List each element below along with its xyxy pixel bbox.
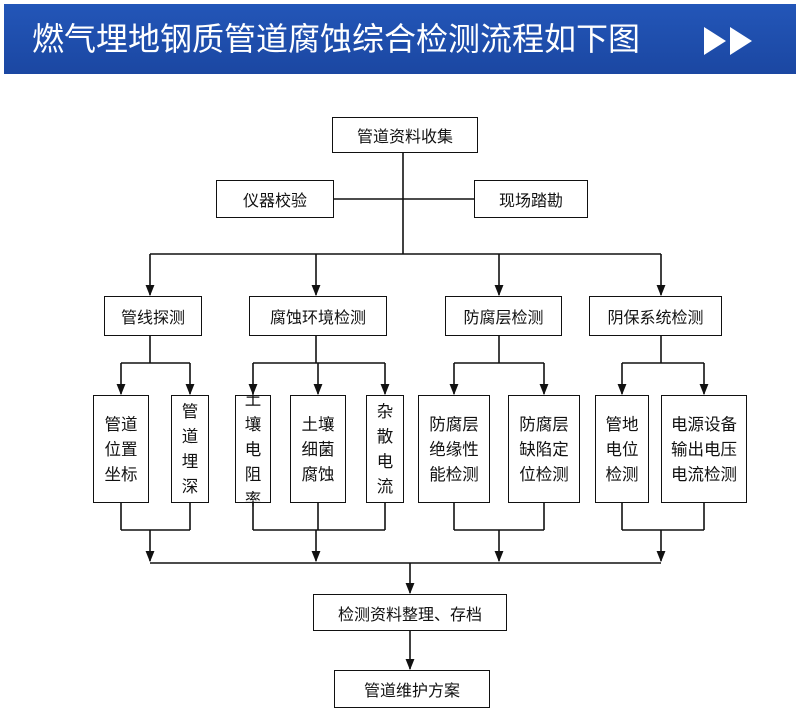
box-final: 管道维护方案 bbox=[334, 670, 490, 708]
box-category-4: 阴保系统检测 bbox=[589, 296, 722, 336]
box-item-2-2-label: 土壤细菌腐蚀 bbox=[301, 414, 335, 484]
box-category-3: 防腐层检测 bbox=[445, 296, 562, 336]
box-item-4-2: 电源设备输出电压电流检测 bbox=[661, 395, 747, 503]
box-item-1-1: 管道位置坐标 bbox=[93, 395, 149, 503]
box-start: 管道资料收集 bbox=[332, 117, 478, 153]
box-category-1: 管线探测 bbox=[104, 296, 202, 336]
box-item-3-2: 防腐层缺陷定位检测 bbox=[508, 395, 580, 503]
box-item-3-1: 防腐层绝缘性能检测 bbox=[418, 395, 490, 503]
box-collect: 检测资料整理、存档 bbox=[313, 594, 507, 631]
box-item-2-3-label: 杂散电流 bbox=[376, 402, 394, 496]
box-item-2-1-label: 土壤电阻率 bbox=[244, 389, 262, 509]
box-item-4-2-label: 电源设备输出电压电流检测 bbox=[671, 414, 737, 484]
box-item-2-2: 土壤细菌腐蚀 bbox=[290, 395, 346, 503]
box-item-4-1-label: 管地电位检测 bbox=[605, 414, 639, 484]
box-item-2-3: 杂散电流 bbox=[366, 395, 404, 503]
box-item-1-2: 管道埋深 bbox=[171, 395, 209, 503]
box-category-2: 腐蚀环境检测 bbox=[249, 296, 387, 336]
box-item-3-2-label: 防腐层缺陷定位检测 bbox=[519, 414, 569, 484]
page-title: 燃气埋地钢质管道腐蚀综合检测流程如下图 bbox=[32, 20, 641, 58]
box-item-1-1-label: 管道位置坐标 bbox=[104, 414, 138, 484]
box-item-3-1-label: 防腐层绝缘性能检测 bbox=[429, 414, 479, 484]
box-prep-right: 现场踏勘 bbox=[474, 180, 588, 218]
header-banner: 燃气埋地钢质管道腐蚀综合检测流程如下图 bbox=[4, 4, 796, 74]
box-prep-left: 仪器校验 bbox=[216, 180, 334, 218]
box-item-2-1: 土壤电阻率 bbox=[235, 390, 271, 509]
box-item-1-2-label: 管道埋深 bbox=[181, 402, 199, 496]
box-item-4-1: 管地电位检测 bbox=[595, 395, 649, 503]
double-chevron-right-icon bbox=[704, 27, 752, 55]
